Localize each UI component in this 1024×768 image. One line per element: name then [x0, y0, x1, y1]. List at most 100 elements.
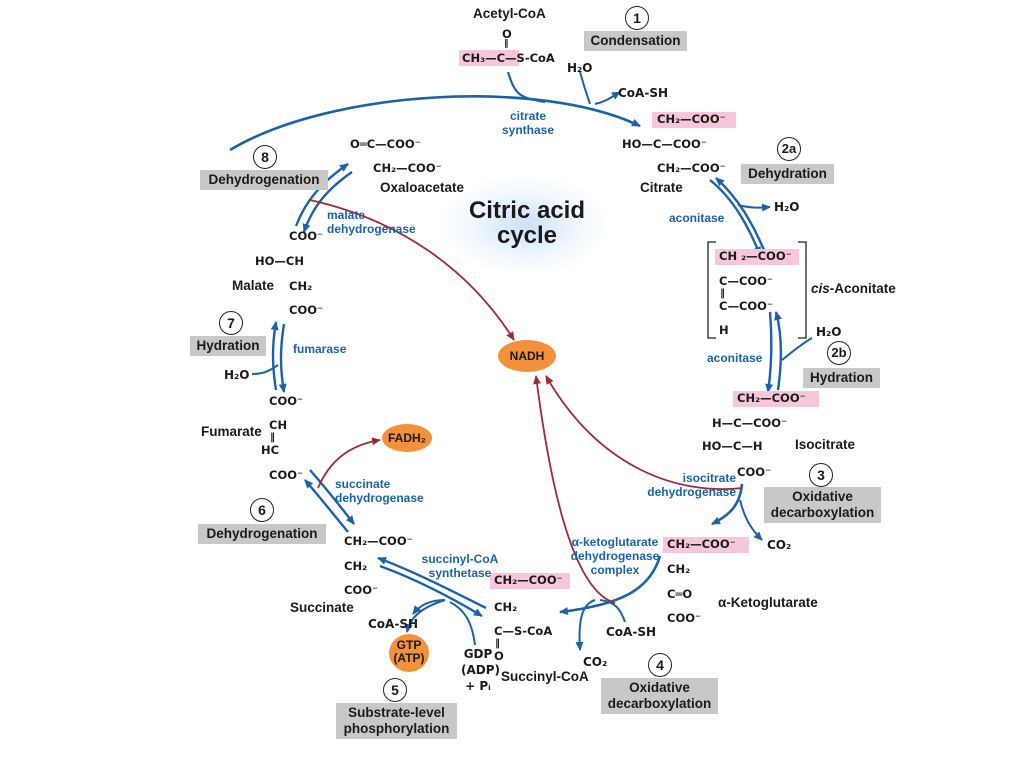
step-number-1: 1: [625, 6, 649, 30]
malate-dh-line-2: dehydrogenase: [327, 221, 416, 236]
arrow-gtp-out-5: [404, 599, 446, 633]
citrate-line-3: CH₂—COO⁻: [657, 161, 726, 175]
succinate-dh-line-2: dehydrogenase: [335, 490, 424, 505]
arrow-coash-in-4: [599, 599, 626, 623]
step-5-line-2: phosphorylation: [343, 721, 450, 737]
isocitrate-line-2: H—C—COO⁻: [712, 416, 788, 430]
compound-isocitrate: Isocitrate: [795, 437, 856, 452]
succinyl-synthetase-line-1: succinyl-CoA: [421, 552, 499, 566]
cis-aconitate-line-1: CH ₂—COO⁻: [719, 249, 792, 263]
cis-aconitate-line-2: C—COO⁻: [719, 274, 774, 288]
step-number-8: 8: [253, 145, 277, 169]
molecule-h2o-step-2b: H₂O: [816, 325, 842, 339]
energy-fadh2: FADH₂: [382, 424, 432, 452]
cis-aconitate-double-bond: ‖: [720, 288, 725, 299]
molecule-coash-step-4: CoA-SH: [606, 625, 657, 639]
enzyme-isocitrate-dehydrogenase: isocitrate dehydrogenase: [640, 471, 736, 500]
oxaloacetate-line-2: CH₂—COO⁻: [373, 161, 442, 175]
malate-line-4: COO⁻: [289, 303, 324, 317]
aconitate-suffix: -Aconitate: [829, 281, 896, 296]
enzyme-malate-dehydrogenase: malate dehydrogenase: [327, 208, 427, 237]
step-label-hydration-7: Hydration: [190, 336, 266, 357]
cis-aconitate-line-4: H: [719, 323, 729, 337]
enzyme-aconitase-1: aconitase: [669, 211, 725, 225]
succinyl-line-2: CH₂: [494, 600, 518, 614]
cycle-title: Citric acid cycle: [452, 197, 602, 250]
arrow-nadh-from-malate: [309, 199, 515, 341]
title-line-1: Citric acid: [468, 197, 586, 224]
compound-malate: Malate: [232, 278, 275, 293]
acetyl-double-bond: ‖: [504, 39, 509, 49]
malate-line-2: HO—CH: [255, 254, 304, 268]
isocitrate-line-3: HO—C—H: [702, 439, 763, 453]
molecule-h2o-step-7: H₂O: [224, 368, 250, 382]
isocitrate-line-4: COO⁻: [737, 465, 772, 479]
arrow-step-2b-b: [774, 311, 782, 391]
step-number-5: 5: [383, 678, 407, 702]
molecule-h2o-step-2a: H₂O: [774, 200, 800, 214]
akg-line-2: CH₂: [667, 562, 691, 576]
fumarate-line-2: CH: [269, 418, 288, 432]
arrow-step-5-a: [377, 556, 487, 610]
step-number-2a: 2a: [777, 137, 801, 161]
arrow-step-7-b: [278, 323, 287, 393]
arrow-h2o-out-2a: [737, 203, 771, 212]
gtp-line-1: GTP: [396, 638, 422, 652]
arrow-step-8-b: [302, 171, 353, 233]
isocitrate-dh-line-2: dehydrogenase: [647, 484, 736, 499]
compound-cis-aconitate: cis-Aconitate: [811, 282, 896, 296]
arrow-co2-out-3: [739, 499, 763, 541]
step-5-line-1: Substrate-level: [348, 705, 445, 720]
arrow-step-6-b: [309, 469, 355, 525]
title-line-2: cycle: [496, 222, 558, 250]
arrow-nadh-from-isocitrate: [545, 375, 743, 490]
akg-dh-line-2: dehydrogenase: [570, 548, 660, 563]
succinate-line-2: CH₂: [344, 559, 368, 573]
isocitrate-line-1: CH₂—COO⁻: [737, 391, 806, 405]
enzyme-citrate-synthase: citrate synthase: [496, 109, 560, 138]
energy-nadh: NADH: [498, 340, 556, 372]
oxaloacetate-line-1: O═C—COO⁻: [350, 137, 421, 151]
isocitrate-dh-line-1: isocitrate: [682, 471, 736, 485]
arrow-step-5-b: [379, 564, 483, 618]
compound-succinyl-coa: Succinyl-CoA: [501, 669, 589, 684]
gdp-line-2: (ADP): [461, 663, 501, 678]
fumarate-line-1: COO⁻: [269, 394, 304, 408]
step-3-line-1: Oxidative: [792, 489, 853, 504]
arrow-step-7-a: [270, 321, 279, 391]
arrow-fadh2-from-succinate: [317, 437, 381, 489]
compound-succinate: Succinate: [290, 600, 354, 615]
akg-line-1: CH₂—COO⁻: [667, 537, 736, 551]
acetyl-o: O: [502, 27, 512, 41]
step-number-2b: 2b: [827, 341, 851, 365]
bracket-left: [707, 241, 716, 339]
akg-dh-line-3: complex: [590, 562, 640, 577]
enzyme-fumarase: fumarase: [293, 342, 347, 356]
step-number-6: 6: [250, 498, 274, 522]
step-number-7: 7: [219, 311, 243, 335]
malate-line-3: CH₂: [289, 279, 313, 293]
compound-citrate: Citrate: [640, 180, 683, 195]
step-number-4: 4: [648, 653, 672, 677]
step-4-line-2: decarboxylation: [607, 696, 712, 712]
succinate-line-3: COO⁻: [344, 583, 379, 597]
enzyme-succinate-dehydrogenase: succinate dehydrogenase: [335, 477, 445, 506]
succinyl-line-1: CH₂—COO⁻: [494, 573, 563, 587]
step-label-dehydrogenation-8: Dehydrogenation: [200, 170, 328, 191]
molecule-h2o-step-1: H₂O: [567, 61, 593, 75]
step-number-3: 3: [809, 463, 833, 487]
succinyl-synthetase-line-2: synthetase: [428, 565, 492, 580]
step-label-hydration-2b: Hydration: [803, 368, 880, 389]
citrate-synthase-line-1: citrate: [509, 109, 547, 123]
step-label-oxidative-decarboxylation-3: Oxidative decarboxylation: [764, 487, 881, 524]
enzyme-alpha-ketoglutarate-dehydrogenase-complex: α-ketoglutarate dehydrogenase complex: [567, 535, 663, 577]
compound-alpha-ketoglutarate: α-Ketoglutarate: [718, 595, 818, 610]
compound-acetyl-coa: Acetyl-CoA: [473, 6, 546, 21]
highlight-succinyl: [490, 573, 570, 589]
enzyme-aconitase-2: aconitase: [707, 351, 763, 365]
step-label-condensation: Condensation: [584, 31, 687, 52]
arrow-step-2a-b: [715, 177, 766, 251]
arrow-step-1: [229, 95, 641, 152]
